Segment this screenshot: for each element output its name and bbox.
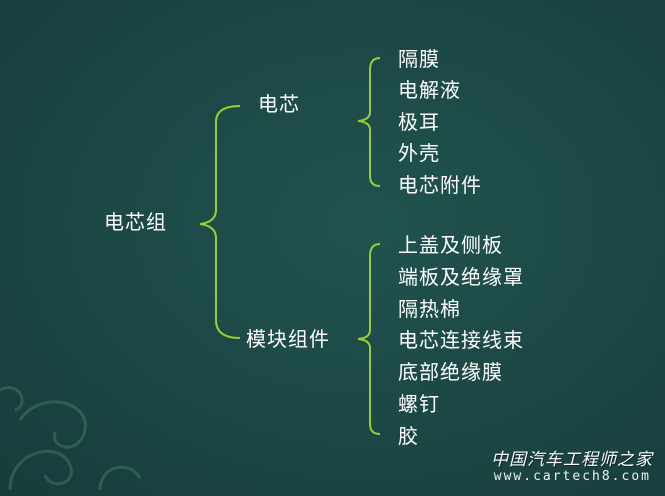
watermark-title: 中国汽车工程师之家 — [491, 450, 653, 470]
branch-module-components-label: 模块组件 — [246, 327, 330, 351]
leaf-item: 极耳 — [398, 110, 440, 134]
leaf-item: 螺钉 — [398, 392, 440, 416]
leaf-item: 底部绝缘膜 — [398, 360, 503, 384]
branch-2-bracket — [357, 243, 381, 435]
leaf-item: 上盖及侧板 — [398, 233, 503, 257]
leaf-item: 胶 — [398, 424, 419, 448]
branch-battery-cell-label: 电芯 — [258, 92, 300, 116]
leaf-item: 隔热棉 — [398, 297, 461, 321]
root-node-label: 电芯组 — [104, 210, 167, 234]
leaf-item: 端板及绝缘罩 — [398, 265, 524, 289]
decorative-swirl-ornament — [0, 386, 142, 491]
leaf-item: 电芯连接线束 — [398, 328, 524, 352]
leaf-item: 电解液 — [398, 78, 461, 102]
leaf-item: 隔膜 — [398, 47, 440, 71]
watermark-url: www.cartech8.com — [493, 469, 651, 484]
leaf-item: 电芯附件 — [398, 173, 482, 197]
branch-1-bracket — [357, 57, 381, 187]
leaf-item: 外壳 — [398, 141, 440, 165]
root-bracket — [199, 105, 241, 339]
